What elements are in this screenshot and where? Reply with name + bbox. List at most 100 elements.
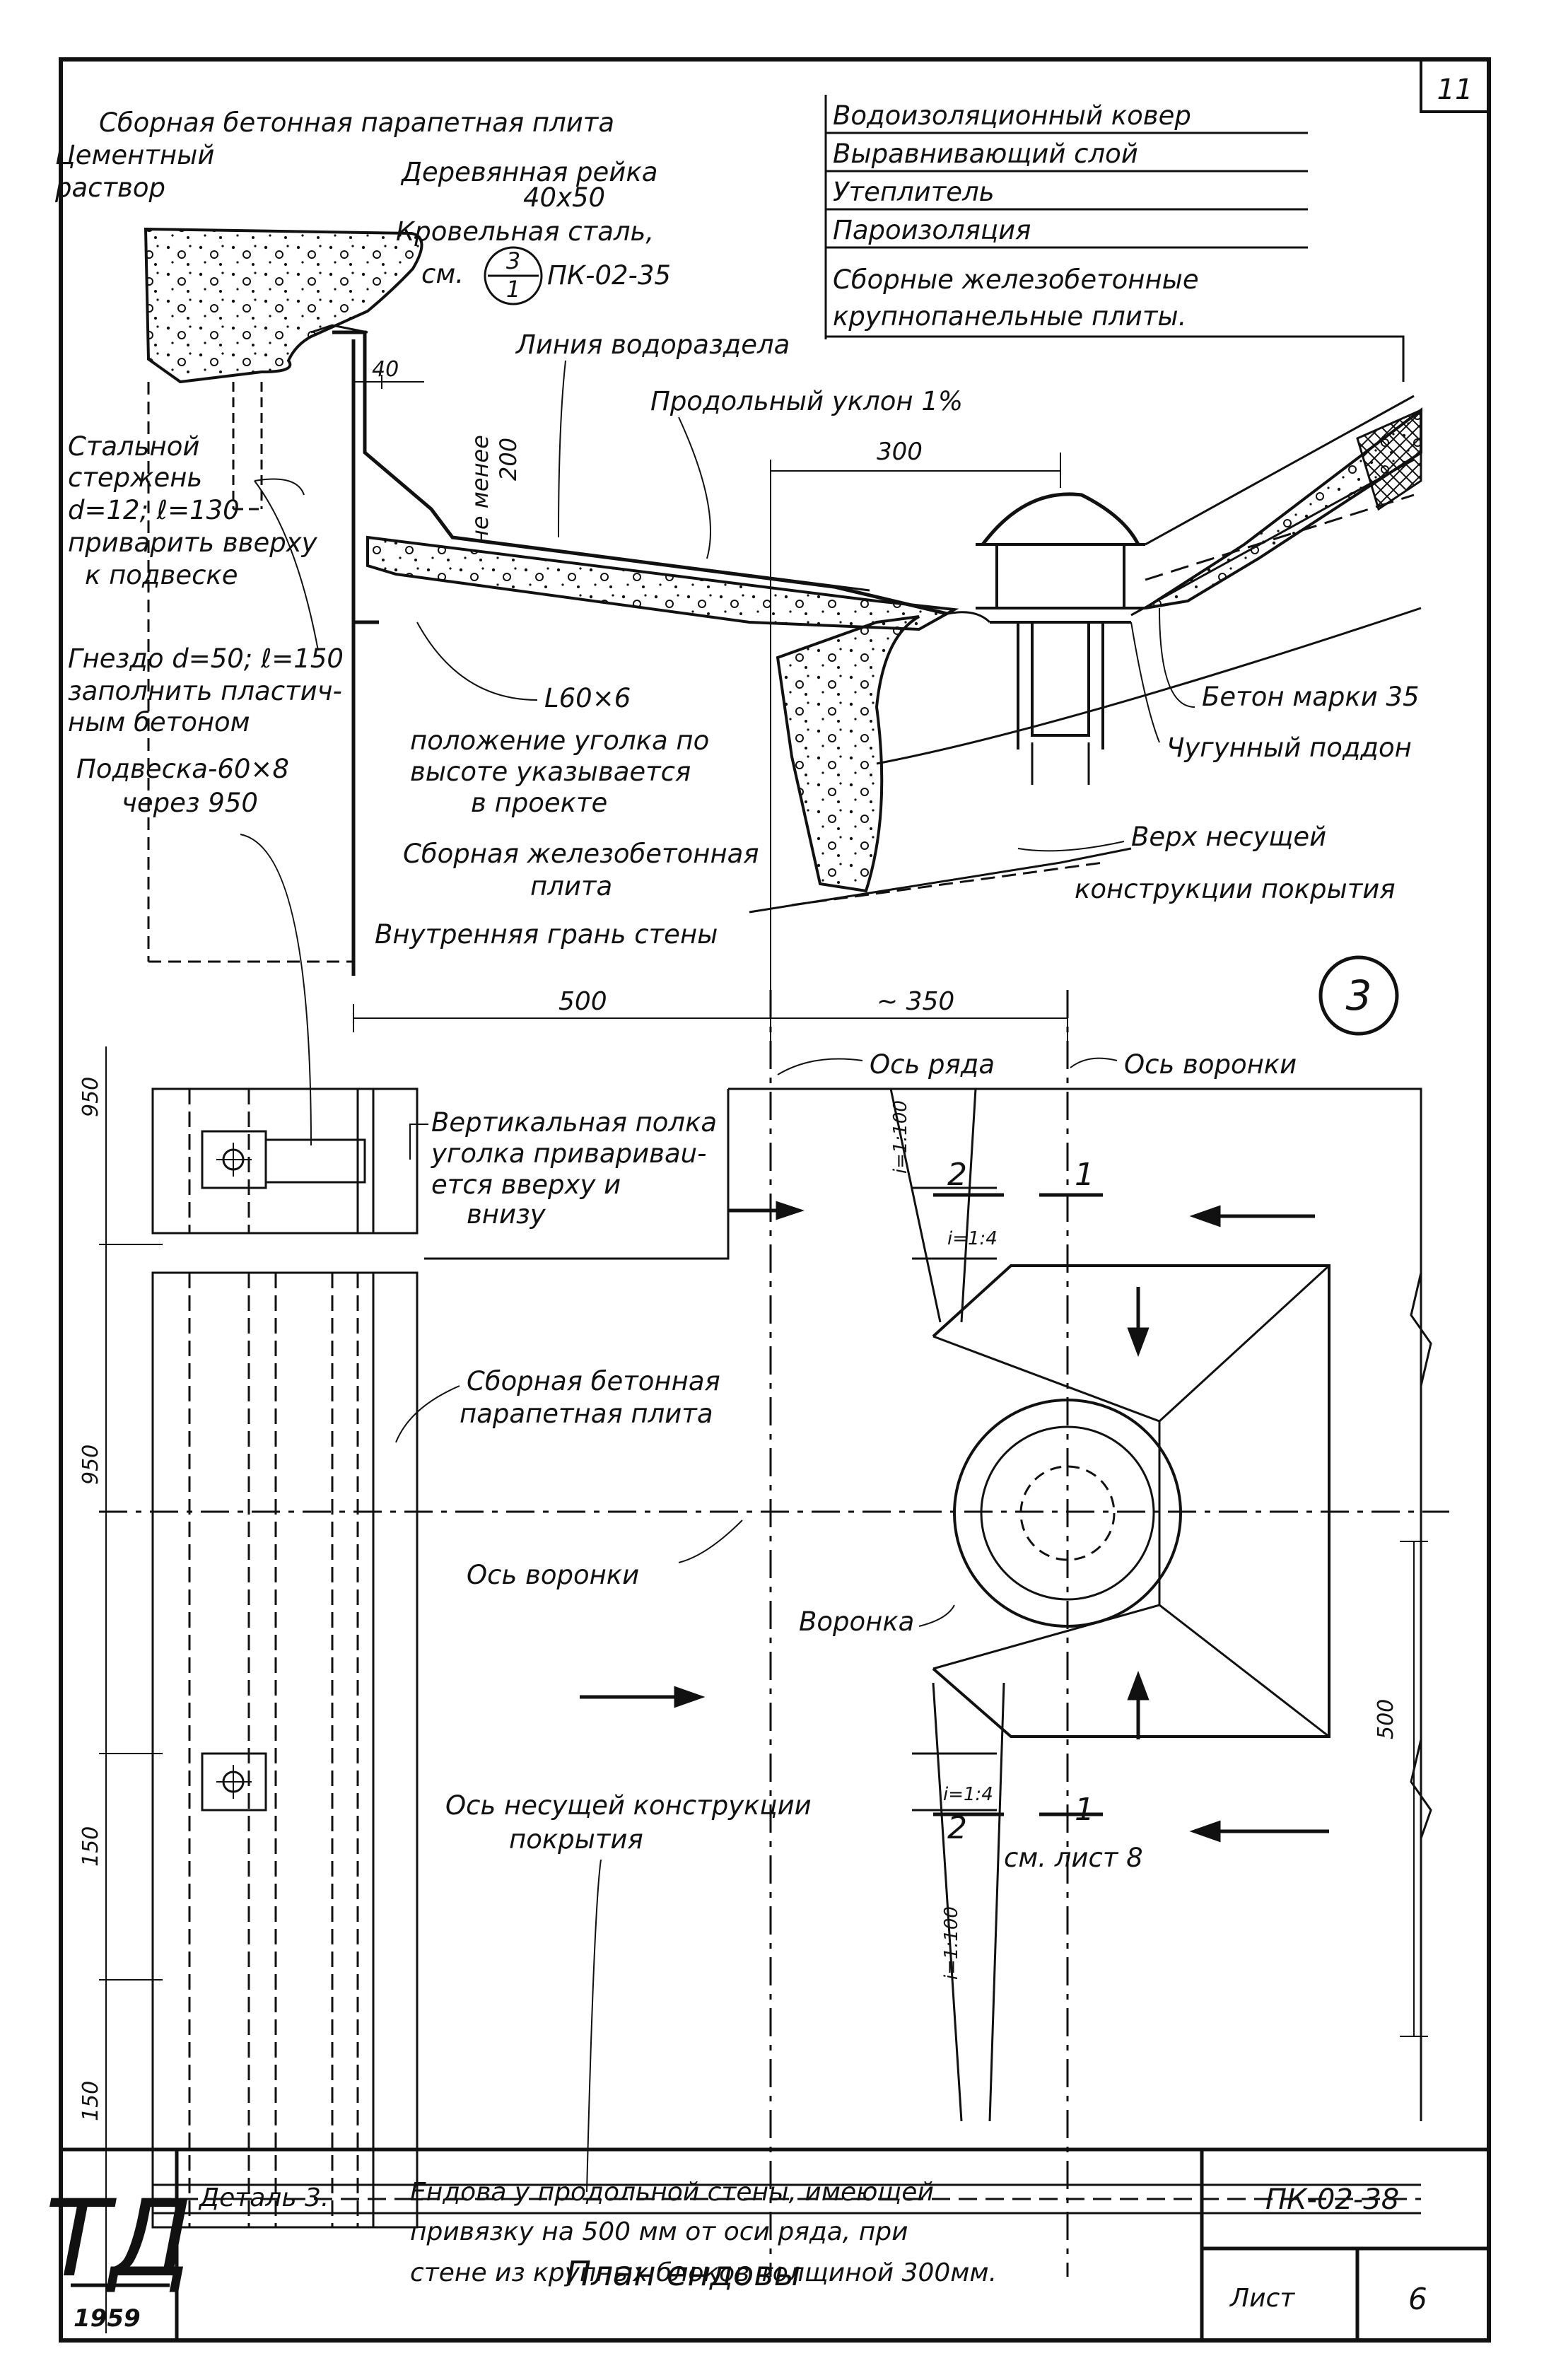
plan-drawing [99, 990, 1449, 2333]
label-cement-2: раствор [54, 173, 165, 203]
sheet-label: Лист [1229, 2284, 1295, 2313]
slope-bot-long: i=1:100 [941, 1906, 962, 1980]
label-not-less-2: 200 [495, 438, 522, 481]
ref-den: 1 [506, 276, 520, 303]
label-funnel-axis-top: Ось воронки [1124, 1049, 1297, 1080]
dim-150-a: 150 [78, 1826, 103, 1867]
slope-arrows [580, 1201, 1329, 1843]
label-flange-1: Вертикальная полка [431, 1107, 717, 1138]
label-angle-2: положение уголка по [410, 725, 709, 756]
cut-1-bot: 1 [1075, 1792, 1094, 1828]
label-parapet-plan-1: Сборная бетонная [467, 1366, 720, 1396]
layer-1: Водоизоляционный ковер [833, 100, 1191, 131]
sloped-slab [366, 535, 959, 631]
layer-3: Утеплитель [833, 177, 995, 207]
label-rod-5: к подвеске [85, 560, 238, 590]
label-steel-ref: ПК-02-35 [547, 260, 671, 291]
label-slope: Продольный уклон 1% [650, 386, 963, 416]
label-rod-2: стержень [68, 462, 202, 493]
label-precast-2: плита [530, 871, 612, 902]
label-rod-3: d=12; ℓ=130 [68, 495, 240, 525]
dim-950-a: 950 [78, 1077, 103, 1117]
label-hanger-1: Подвеска-60×8 [76, 754, 289, 784]
layers-list: Водоизоляционный ковер Выравнивающий сло… [833, 100, 1199, 332]
label-bearing-top-1: Верх несущей [1131, 822, 1326, 852]
cut-2-top: 2 [947, 1157, 967, 1193]
label-bearing-axis-2: покрытия [509, 1824, 643, 1855]
label-cement-1: Цементный [55, 140, 214, 170]
cut-1-top: 1 [1075, 1157, 1094, 1193]
cut-2-bot: 2 [947, 1810, 967, 1846]
label-flange-4: внизу [467, 1199, 546, 1230]
dim-150-b: 150 [78, 2081, 103, 2121]
funnel-section [947, 492, 1145, 785]
desc-line-1: Ендова у продольной стены, имеющей [410, 2178, 934, 2207]
label-angle-3: высоте указывается [410, 757, 691, 787]
ref-num: 3 [506, 247, 520, 274]
label-bearing-axis-1: Ось несущей конструкции [445, 1790, 812, 1821]
slope-top-long: i=1:100 [890, 1100, 911, 1174]
hanger-plate-bottom [201, 1752, 267, 1812]
label-see-sheet: см. лист 8 [1004, 1843, 1143, 1873]
section-labels: Сборная бетонная парапетная плита Цемент… [54, 100, 1420, 1146]
label-steel-1: Кровельная сталь, [396, 216, 654, 247]
label-watershed: Линия водораздела [515, 329, 790, 360]
label-bearing-top-2: конструкции покрытия [1075, 874, 1396, 904]
detail-number: 3 [1346, 972, 1372, 1020]
label-socket-2: заполнить пластич- [68, 676, 342, 706]
label-parapet-plan-2: парапетная плита [460, 1399, 713, 1429]
label-inner-face: Внутренняя грань стены [375, 919, 718, 950]
detail-number-circle [1318, 955, 1399, 1036]
label-concrete: Бетон марки 35 [1202, 682, 1420, 712]
plan-title: План ендовы [566, 2254, 800, 2294]
label-funnel-axis-mid: Ось воронки [467, 1560, 639, 1590]
layers-leader [824, 95, 1405, 382]
dim-40: 40 [372, 357, 399, 382]
label-socket-3: ным бетоном [68, 707, 250, 737]
plan-labels: Ось ряда Ось воронки Вертикальная полка … [78, 1049, 1398, 2294]
ref-circle [484, 246, 543, 305]
parapet-slab [144, 227, 423, 384]
logo: ТД [45, 2178, 193, 2301]
label-cast-tray: Чугунный поддон [1166, 733, 1412, 763]
label-steel-2: см. [421, 259, 464, 289]
dim-350: ~ 350 [877, 987, 954, 1016]
corner-sheet-number: 11 [1437, 74, 1473, 106]
layer-4: Пароизоляция [833, 215, 1031, 245]
label-not-less-1: не менее [467, 435, 493, 544]
funnel-plan [932, 1264, 1330, 1738]
dim-500: 500 [558, 987, 607, 1016]
label-flange-3: ется вверху и [431, 1169, 621, 1200]
label-row-axis: Ось ряда [870, 1049, 995, 1080]
dim-950-b: 950 [78, 1445, 103, 1485]
label-angle-1: L60×6 [544, 683, 631, 713]
slope-top-short: i=1:4 [947, 1228, 998, 1249]
label-flange-2: уголка привариваu- [431, 1138, 706, 1169]
layer-6: крупнопанельные плиты. [833, 301, 1186, 332]
lower-support [776, 615, 920, 893]
year: 1959 [74, 2304, 141, 2333]
drawing-code: ПК-02-38 [1265, 2183, 1399, 2216]
layer-2: Выравнивающий слой [833, 139, 1138, 169]
sheet-number: 6 [1408, 2282, 1427, 2316]
title-block: ТД 1959 Деталь 3. Ендова у продольной ст… [45, 2147, 1489, 2340]
label-socket-1: Гнездо d=50; ℓ=150 [68, 643, 344, 674]
dim-500-right: 500 [1374, 1699, 1398, 1739]
label-rod-1: Стальной [68, 431, 199, 462]
desc-line-3: стене из крупных блоков толщиной 300мм. [410, 2258, 997, 2287]
slope-bot-short: i=1:4 [943, 1784, 993, 1805]
label-angle-4: в проекте [471, 788, 607, 818]
label-wood-1: Деревянная рейка [400, 157, 657, 187]
label-funnel: Воронка [799, 1606, 914, 1637]
label-rod-4: приварить вверху [68, 527, 318, 558]
label-precast-1: Сборная железобетонная [403, 839, 759, 869]
frame [59, 57, 1491, 2343]
desc-line-2: привязку на 500 мм от оси ряда, при [410, 2217, 908, 2246]
layer-5: Сборные железобетонные [833, 264, 1199, 295]
detail-label: Деталь 3. [198, 2183, 329, 2212]
label-wood-2: 40x50 [523, 182, 605, 213]
dim-300: 300 [877, 438, 923, 466]
label-parapet-slab: Сборная бетонная парапетная плита [99, 107, 614, 138]
label-hanger-2: через 950 [122, 788, 258, 818]
